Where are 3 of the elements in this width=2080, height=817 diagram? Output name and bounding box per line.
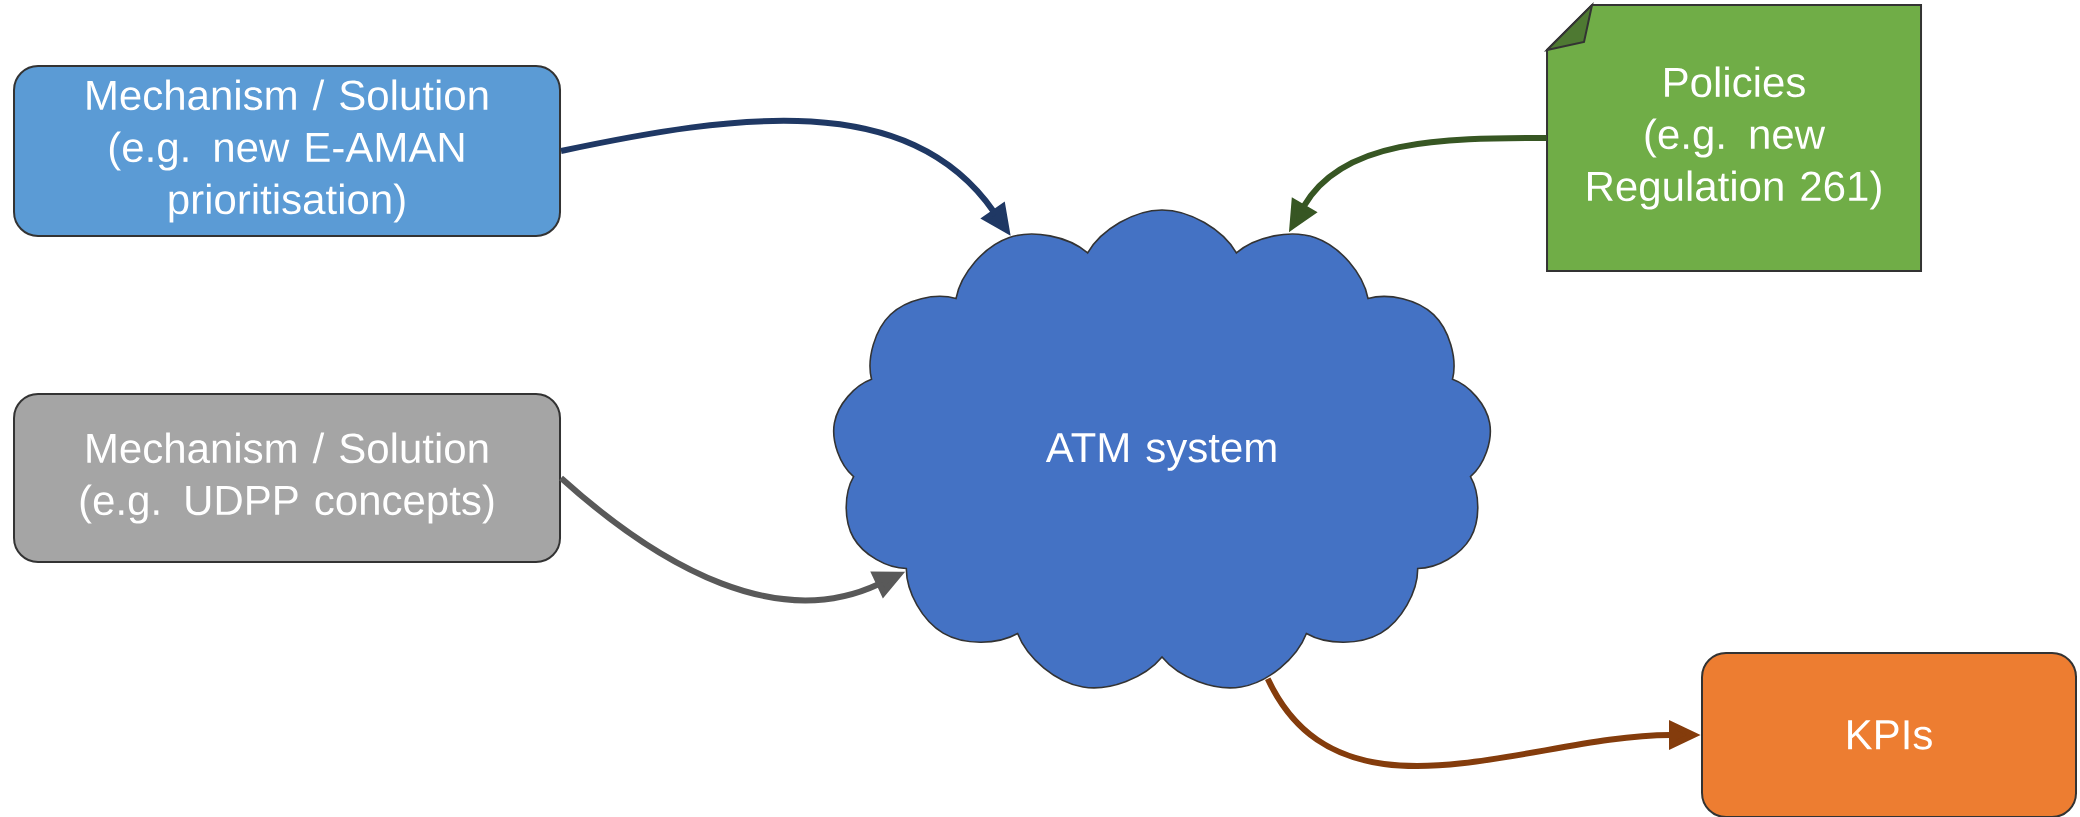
rounded-box: Mechanism / Solution (e.g. new E-AMAN prioritisation) (13, 65, 561, 237)
rounded-box: KPIs (1701, 652, 2077, 817)
rounded-box: Mechanism / Solution (e.g. UDPP concepts) (13, 393, 561, 563)
